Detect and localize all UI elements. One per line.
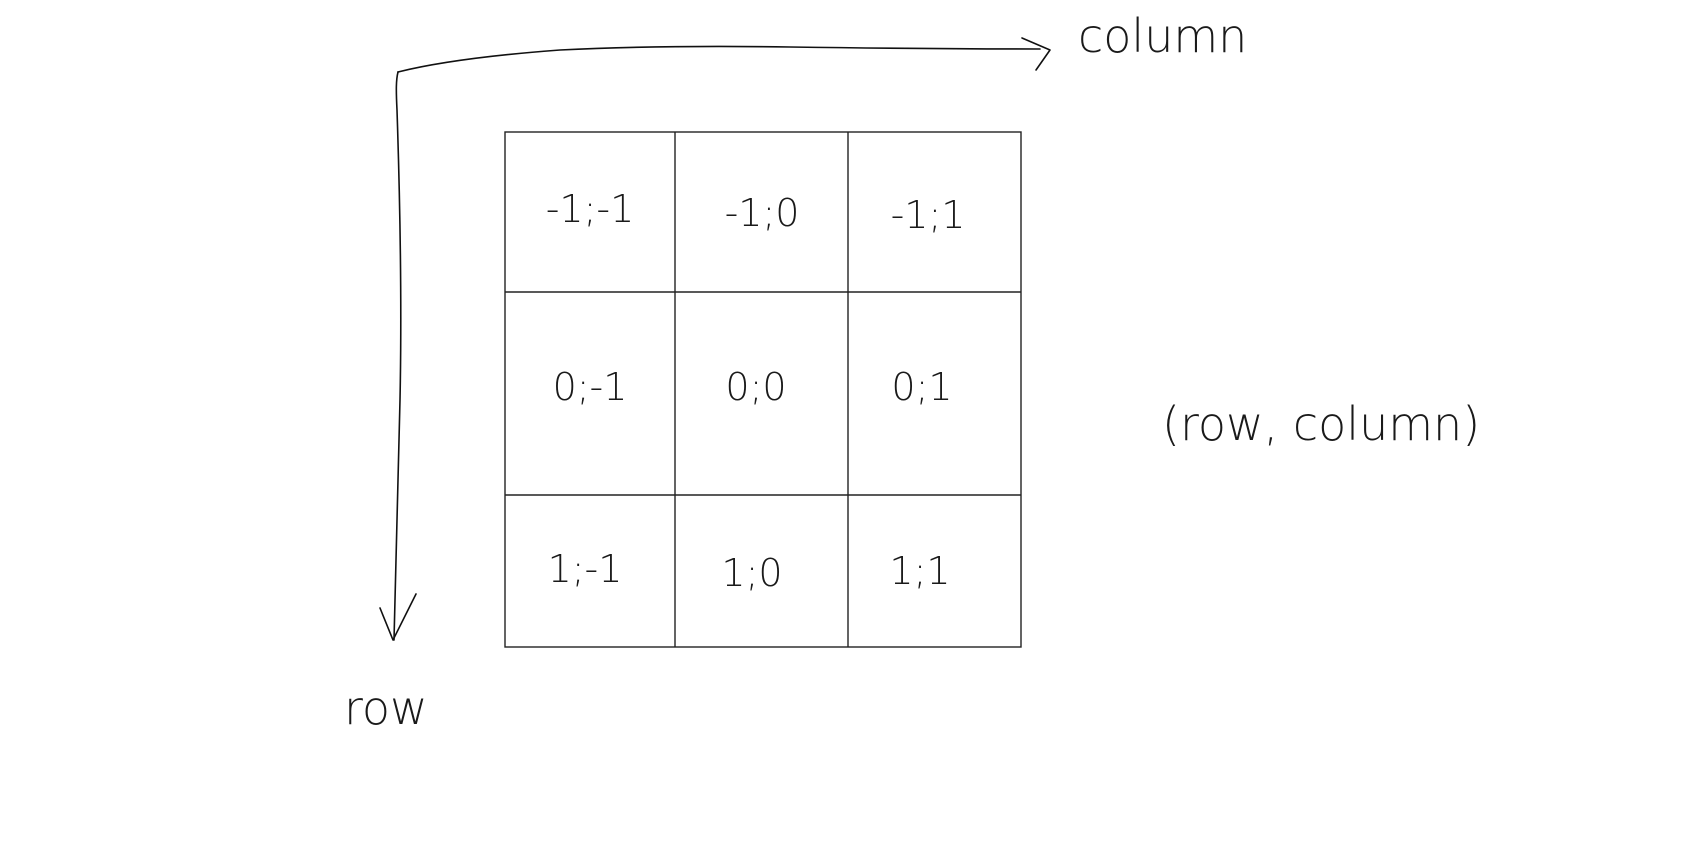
cell-r2-c1: 1;0 (721, 551, 782, 595)
grid (504, 131, 1022, 648)
row-axis-line (393, 71, 402, 641)
row-axis (379, 71, 417, 641)
grid-border (504, 131, 1022, 648)
cell-r1-c0: 0;-1 (553, 365, 628, 409)
cell-r2-c2: 1;1 (889, 549, 950, 593)
cell-r0-c0: -1;-1 (546, 187, 635, 231)
cell-r1-c2: 0;1 (891, 365, 952, 409)
row-axis-arrowhead (379, 593, 417, 641)
cell-r1-c1: 0;0 (725, 365, 786, 409)
column-axis (397, 37, 1051, 73)
column-axis-line (397, 45, 1041, 73)
column-axis-label: column (1078, 9, 1247, 63)
row-axis-label: row (344, 681, 428, 735)
coordinate-legend: (row, column) (1162, 397, 1480, 451)
cell-r2-c0: 1;-1 (548, 547, 623, 591)
cell-r0-c2: -1;1 (891, 193, 966, 237)
cell-r0-c1: -1;0 (725, 191, 800, 235)
column-axis-arrowhead (1021, 37, 1051, 71)
